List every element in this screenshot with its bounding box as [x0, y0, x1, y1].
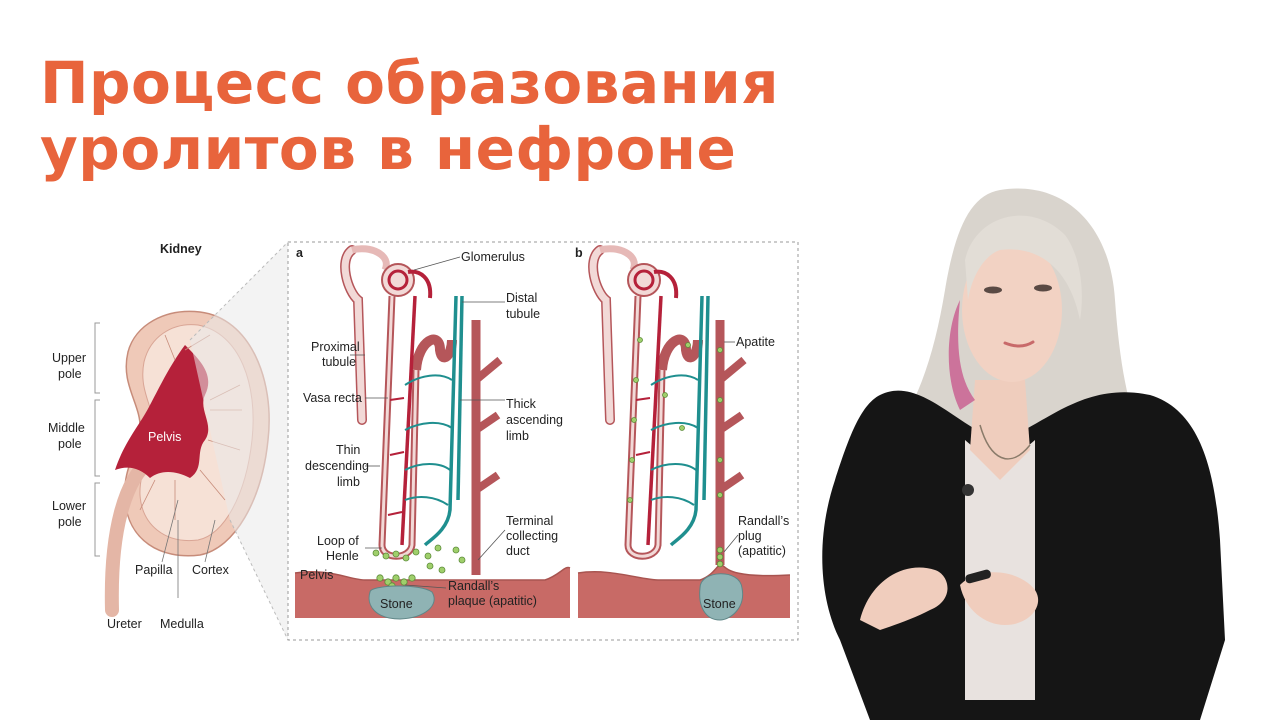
papilla-label: Papilla	[135, 563, 173, 577]
presenter-left-hand	[860, 567, 948, 630]
thin-descending-label-3: limb	[337, 475, 360, 489]
lower-pole-label-2: pole	[58, 515, 82, 529]
lapel-mic	[962, 484, 974, 496]
presenter-necklace	[979, 424, 1031, 460]
distal-vein	[456, 295, 464, 501]
title-line-2: уролитов в нефроне	[40, 115, 737, 183]
slide-title: Процесс образования уролитов в нефроне	[40, 50, 779, 182]
glomerulus-capsule	[381, 263, 415, 297]
zoom-line-top	[189, 241, 289, 341]
randalls-plug-label-1: Randall’s	[738, 514, 789, 528]
presenter-hair-front	[965, 215, 1082, 320]
kidney-pelvis-shape	[115, 345, 209, 478]
randalls-plaque-label-1: Randall’s	[448, 579, 499, 593]
presenter-figure	[822, 188, 1225, 720]
panel-a-leaders	[350, 256, 506, 589]
panel-b-glomerulus-capsule	[627, 263, 661, 297]
apatite-label: Apatite	[736, 335, 775, 349]
presenter-right-hand	[960, 572, 1039, 625]
distal-tubule-label-2: tubule	[506, 307, 540, 321]
panel-b-letter: b	[575, 246, 583, 260]
panel-b-efferent	[653, 269, 679, 299]
panel-b-glomerulus	[633, 269, 655, 291]
panel-b-proximal-tubule	[589, 246, 614, 424]
panel-a: a Pelvis	[294, 245, 571, 620]
kidney-leader-lines	[161, 499, 216, 598]
kidney-illustration: Kidney Upper pole Middle pole Lower pole…	[48, 241, 289, 641]
vasa-recta-artery	[400, 295, 417, 546]
panel-b-thick-ascending	[657, 334, 703, 371]
presenter-face	[962, 238, 1062, 382]
panel-a-tissue-edge	[294, 566, 571, 581]
presenter-mouth	[1003, 340, 1035, 348]
thick-ascending-label-3: limb	[506, 429, 529, 443]
panel-b-vein	[669, 295, 704, 547]
thick-ascending-label-2: ascending	[506, 413, 563, 427]
glomerulus-shape	[387, 269, 409, 291]
panel-b-leaders	[723, 341, 739, 553]
presenter-shirt	[965, 440, 1035, 700]
thin-descending-label-2: descending	[305, 459, 369, 473]
vasa-recta-vein	[423, 295, 458, 547]
proximal-tubule-shape	[341, 246, 366, 424]
thick-ascending-label-1: Thick	[506, 397, 537, 411]
presenter-neck	[970, 380, 1030, 480]
glomerulus-label: Glomerulus	[461, 250, 525, 264]
zoom-line-bottom	[229, 519, 289, 641]
panel-a-letter: a	[296, 246, 304, 260]
zoom-wedge	[190, 242, 288, 640]
randalls-plaque-crystals	[372, 544, 466, 590]
stone-b-label: Stone	[703, 597, 736, 611]
loop-of-henle-label-1: Loop of	[317, 534, 359, 548]
presenter-left-eye	[984, 286, 1002, 294]
panel-b-artery	[646, 295, 663, 546]
panel-b-distal-vein	[702, 295, 710, 501]
proximal-tubule-label-1: Proximal	[311, 340, 360, 354]
capillary-network	[387, 374, 453, 516]
ureter-label: Ureter	[107, 617, 142, 631]
middle-pole-label-1: Middle	[48, 421, 85, 435]
panel-b-tissue-edge	[577, 563, 791, 581]
upper-pole-label-1: Upper	[52, 351, 86, 365]
bowman-capsule-link	[351, 245, 390, 272]
randalls-plug-label-3: (apatitic)	[738, 544, 786, 558]
thick-ascending-limb-shape	[411, 334, 457, 371]
panel-b: b Stone	[575, 245, 791, 621]
pole-brackets	[94, 322, 100, 557]
cortex-label: Cortex	[192, 563, 230, 577]
presenter-hair-highlight	[948, 300, 975, 410]
panel-b-capillaries	[635, 374, 699, 506]
apatite-crystals	[627, 337, 724, 568]
title-line-1: Процесс образования	[40, 49, 780, 117]
loop-of-henle-label-2: Henle	[326, 549, 359, 563]
kidney-heading: Kidney	[160, 242, 202, 256]
stone-b-shape	[699, 573, 744, 621]
terminal-duct-label-1: Terminal	[506, 514, 553, 528]
stone-a-shape	[368, 585, 435, 620]
panel-b-duct-branches	[717, 356, 747, 494]
randalls-plaque-label-2: plaque (apatitic)	[448, 594, 537, 608]
presenter-right-eye	[1034, 284, 1052, 292]
efferent-arteriole	[407, 269, 433, 299]
distal-tubule-label-1: Distal	[506, 291, 537, 305]
panel-a-pelvis-label: Pelvis	[300, 568, 333, 582]
terminal-duct-label-3: duct	[506, 544, 530, 558]
lower-pole-label-1: Lower	[52, 499, 86, 513]
terminal-duct-label-2: collecting	[506, 529, 558, 543]
upper-pole-label-2: pole	[58, 367, 82, 381]
medulla-label: Medulla	[160, 617, 204, 631]
proximal-tubule-label-2: tubule	[322, 355, 356, 369]
vasa-recta-label: Vasa recta	[303, 391, 362, 405]
presentation-clicker	[965, 569, 991, 584]
randalls-plug-label-2: plug	[738, 529, 762, 543]
thin-descending-label-1: Thin	[336, 443, 360, 457]
pelvis-label: Pelvis	[148, 430, 181, 444]
collecting-duct-branches	[473, 356, 503, 494]
stone-a-label: Stone	[380, 597, 413, 611]
middle-pole-label-2: pole	[58, 437, 82, 451]
panel-b-loop-lumen	[626, 295, 664, 558]
